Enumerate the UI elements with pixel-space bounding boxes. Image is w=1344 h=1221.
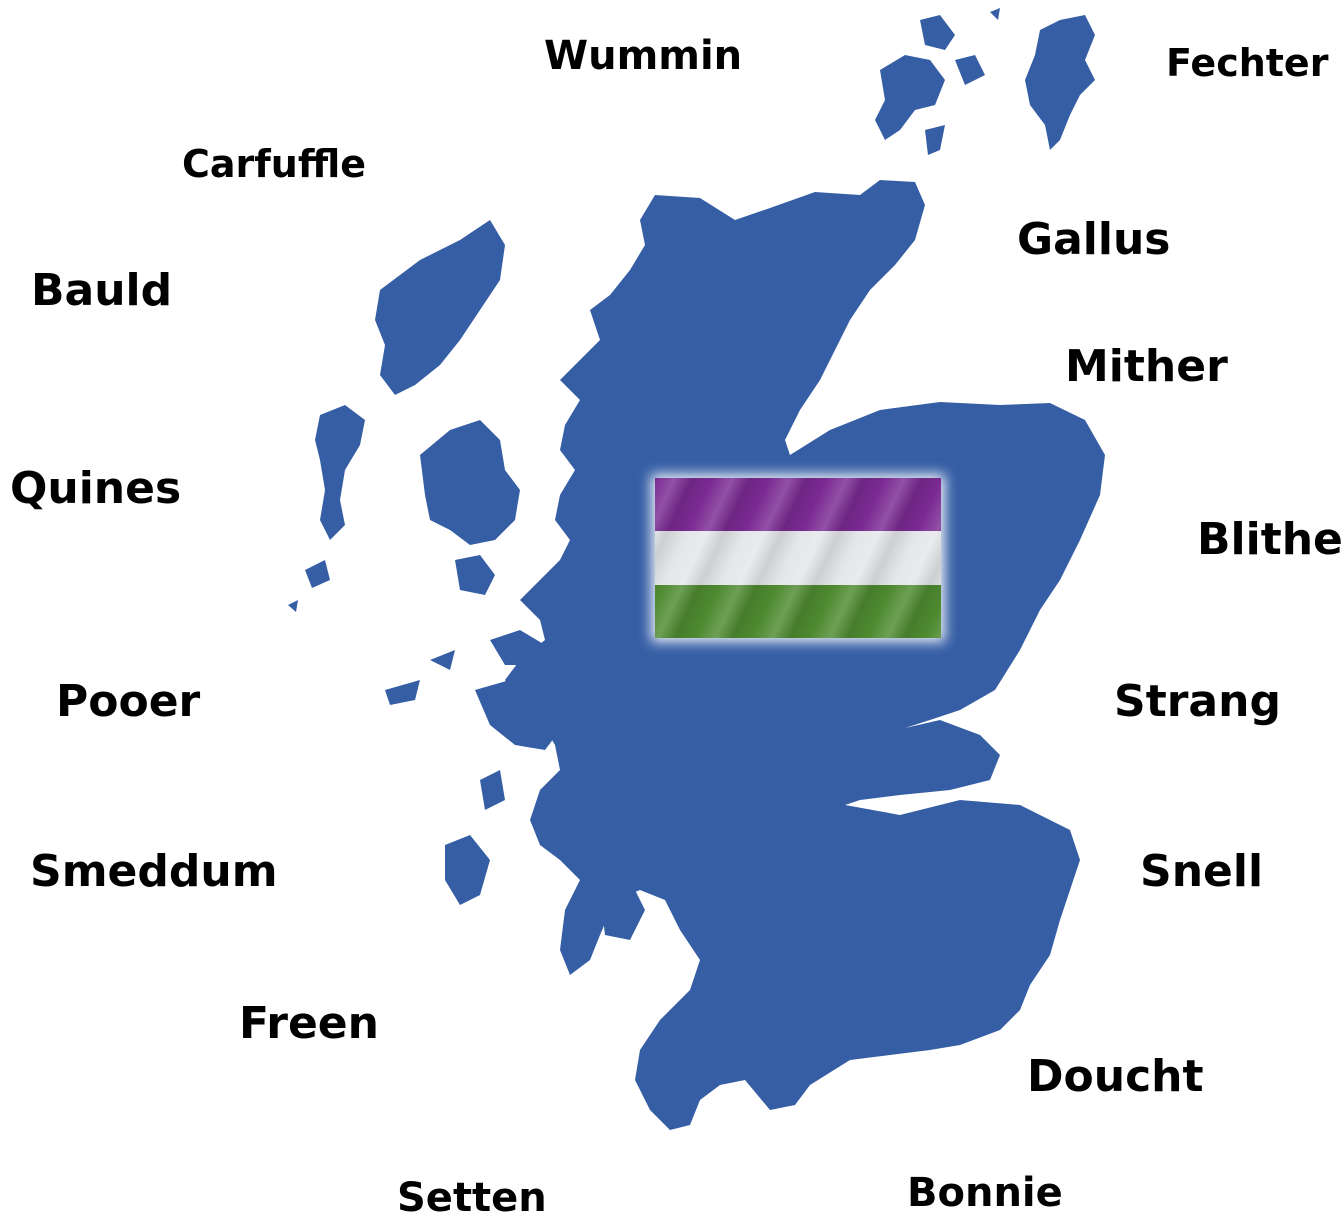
label-quines: Quines	[10, 463, 182, 514]
label-mither: Mither	[1065, 341, 1228, 392]
label-smeddum: Smeddum	[30, 846, 278, 897]
label-blithe: Blithe	[1197, 514, 1343, 565]
label-snell: Snell	[1140, 846, 1264, 897]
label-pooer: Pooer	[56, 676, 201, 727]
label-doucht: Doucht	[1027, 1051, 1204, 1102]
label-bonnie: Bonnie	[907, 1170, 1063, 1216]
skye	[420, 420, 520, 545]
flag-stripe-white	[655, 531, 941, 585]
label-gallus: Gallus	[1017, 214, 1171, 265]
suffragette-flag	[655, 478, 941, 638]
flag-sheen	[655, 478, 941, 638]
shetland	[1025, 15, 1095, 150]
label-strang: Strang	[1114, 676, 1281, 727]
label-setten: Setten	[397, 1175, 547, 1221]
flag-stripe-green	[655, 584, 941, 638]
mainland	[505, 180, 1105, 1130]
label-freen: Freen	[239, 998, 379, 1049]
label-fechter: Fechter	[1166, 41, 1329, 85]
label-bauld: Bauld	[31, 265, 173, 316]
outer-hebrides	[375, 220, 505, 395]
label-carfuffle: Carfuffle	[182, 142, 367, 186]
flag-stripe-purple	[655, 478, 941, 532]
label-wummin: Wummin	[544, 33, 743, 79]
orkney	[875, 55, 945, 140]
